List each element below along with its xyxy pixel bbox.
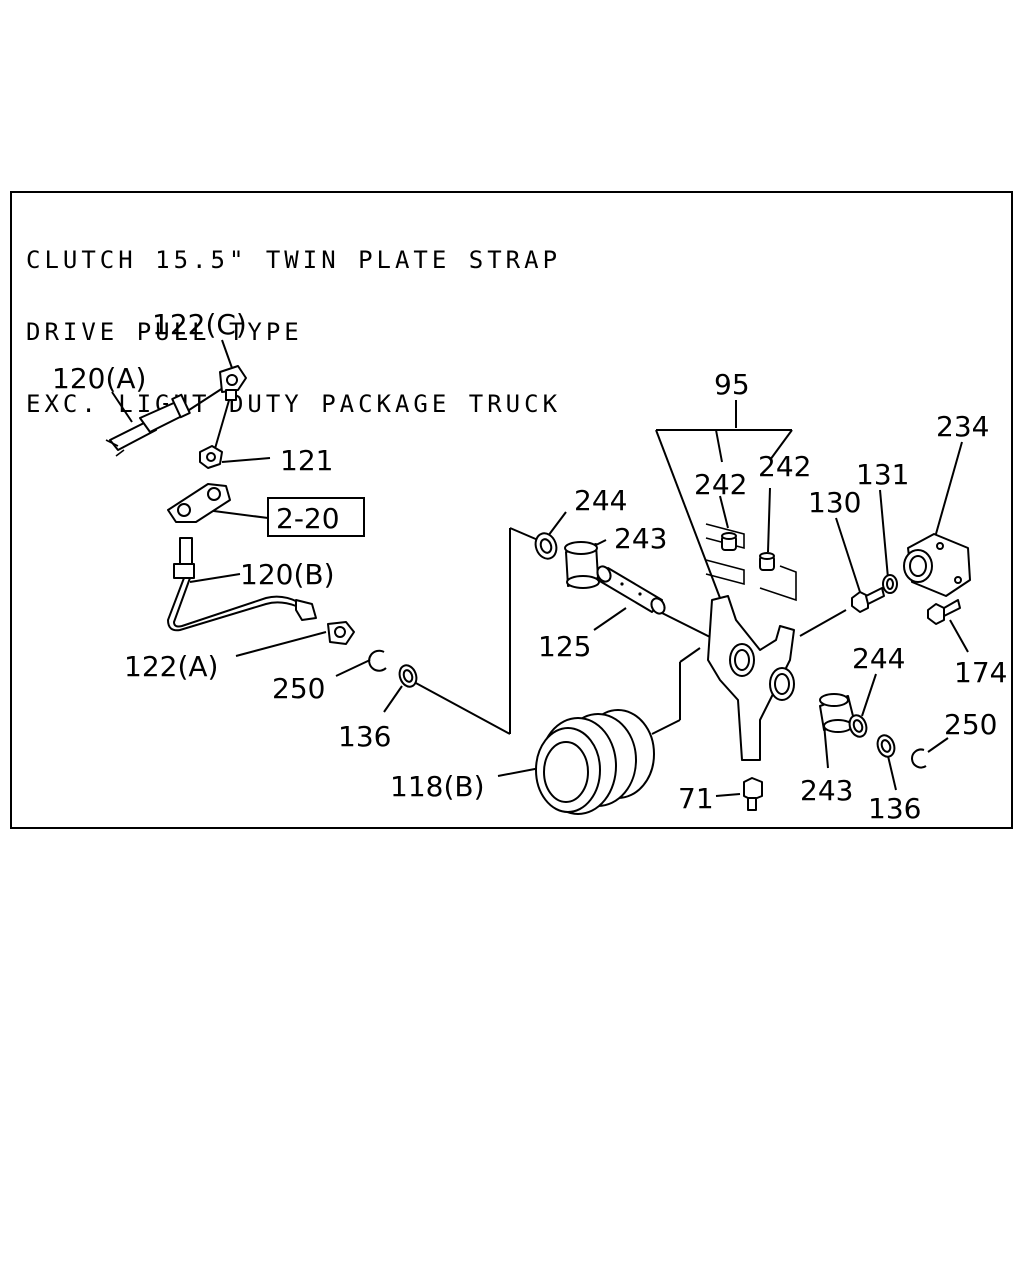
- label-244-top: 244: [574, 484, 627, 517]
- bracket-234: [903, 533, 971, 597]
- diagram-title: CLUTCH 15.5" TWIN PLATE STRAP DRIVE PULL…: [26, 200, 561, 440]
- label-120b: 120(B): [240, 558, 335, 591]
- bolt-174: [927, 599, 961, 625]
- label-250-right: 250: [944, 708, 997, 741]
- part-labels: 122(C) 120(A) 121 2-20 120(B) 122(A) 250…: [52, 308, 1007, 825]
- title-line-2: DRIVE PULL TYPE: [26, 318, 303, 346]
- label-122c: 122(C): [152, 308, 247, 341]
- washer-131: [882, 574, 898, 594]
- snap-ring-250-left: [368, 649, 387, 672]
- label-71: 71: [678, 782, 714, 815]
- label-136-left: 136: [338, 720, 391, 753]
- diagram-frame: [10, 191, 1013, 829]
- label-244-right: 244: [852, 642, 905, 675]
- label-118b: 118(B): [390, 770, 485, 803]
- bolt-71: [743, 777, 763, 811]
- bolt-130: [851, 587, 885, 613]
- label-131: 131: [856, 458, 909, 491]
- washer-136-left: [398, 664, 418, 688]
- banjo-fitting-122c: [219, 365, 247, 401]
- release-bearing-118b: [535, 709, 655, 815]
- bushing-243-top: [564, 541, 600, 589]
- label-120a: 120(A): [52, 362, 146, 395]
- label-234: 234: [936, 410, 989, 443]
- label-242-b: 242: [758, 450, 811, 483]
- leader-lines: [111, 339, 969, 797]
- nut-121: [199, 445, 223, 469]
- label-136-right: 136: [868, 792, 921, 825]
- label-250-left: 250: [272, 672, 325, 705]
- label-95: 95: [714, 368, 750, 401]
- plug-242-right: [759, 552, 775, 571]
- hose-fitting-120a: [105, 393, 191, 457]
- label-130: 130: [808, 486, 861, 519]
- plug-242-left: [721, 532, 737, 551]
- reference-box-2-20: [267, 497, 365, 537]
- seal-244-right: [848, 714, 868, 738]
- guide-strips: [705, 523, 797, 602]
- snap-ring-250-right: [911, 748, 927, 769]
- label-243-bottom: 243: [800, 774, 853, 807]
- label-121: 121: [280, 444, 333, 477]
- label-243-top: 243: [614, 522, 667, 555]
- label-174: 174: [954, 656, 1007, 689]
- shaft-125: [596, 565, 666, 615]
- fitting-122a: [327, 621, 355, 645]
- washer-136-right: [876, 734, 896, 758]
- seal-244-top: [534, 532, 558, 560]
- label-125: 125: [538, 630, 591, 663]
- clamp-bracket-2-20: [167, 483, 231, 523]
- label-2-20: 2-20: [276, 502, 340, 535]
- title-line-1: CLUTCH 15.5" TWIN PLATE STRAP: [26, 246, 562, 274]
- label-242-a: 242: [694, 468, 747, 501]
- release-fork-95: [707, 595, 795, 761]
- label-122a: 122(A): [124, 650, 218, 683]
- pipe-120b: [166, 537, 317, 632]
